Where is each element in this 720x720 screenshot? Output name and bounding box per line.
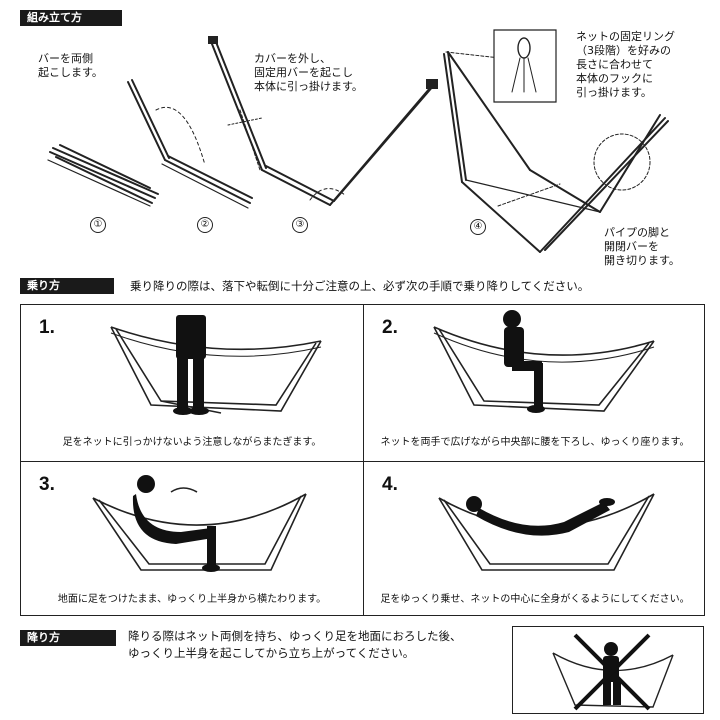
lie-back-illustration: [21, 475, 363, 572]
boarding-intro: 乗り降りの際は、落下や転倒に十分ご注意の上、必ず次の手順で乗り降りしてください。: [130, 279, 590, 293]
getting-off-instructions: 降りる際はネット両側を持ち、ゆっくり足を地面におろした後、 ゆっくり上半身を起こ…: [128, 628, 462, 662]
getting-off-line: 降りる際はネット両側を持ち、ゆっくり足を地面におろした後、: [128, 629, 462, 643]
getting-off-section-label: 降り方: [20, 630, 116, 646]
prohibited-x-icon: [575, 635, 649, 709]
note-ring-line: （3段階）を好みの: [576, 44, 671, 57]
panel-number: 1.: [39, 317, 55, 338]
note-pipe: パイプの脚と 開閉バーを 開き切ります。: [604, 226, 680, 268]
panel-caption: ネットを両手で広げながら中央部に腰を下ろし、ゆっくり座ります。: [380, 437, 690, 448]
note-step1-line: バーを両側: [38, 52, 93, 65]
note-pipe-line: 開閉バーを: [604, 240, 659, 253]
step-straddle-illustration: [21, 315, 363, 415]
boarding-panel-4: 4. 足をゆっくり乗せ、ネットの中心に全身がくるようにしてください。: [364, 462, 706, 618]
lying-down-illustration: [364, 462, 706, 587]
panel-number: 3.: [39, 474, 55, 495]
note-step3-line: 固定用バーを起こし: [254, 66, 353, 79]
boarding-section-label: 乗り方: [20, 278, 114, 294]
prohibited-example-box: [512, 626, 704, 714]
step-number-1: ①: [90, 217, 106, 233]
panel-caption: 足をネットに引っかけないよう注意しながらまたぎます。: [62, 437, 322, 448]
step-number-2: ②: [197, 217, 213, 233]
getting-off-line: ゆっくり上半身を起こしてから立ち上がってください。: [128, 646, 415, 660]
note-step1-line: 起こします。: [38, 66, 103, 79]
panel-caption: 足をゆっくり乗せ、ネットの中心に全身がくるようにしてください。: [380, 594, 690, 605]
sit-down-illustration: [364, 310, 706, 413]
boarding-steps-grid: 1. 足をネットに引っかけないよう注意しながらまたぎます。 2.: [20, 304, 705, 616]
step-number-4: ④: [470, 219, 486, 235]
grid-divider-horizontal: [21, 461, 704, 462]
assembly-illustration: [0, 0, 720, 270]
grid-divider-vertical: [363, 305, 364, 615]
panel-caption: 地面に足をつけたまま、ゆっくり上半身から横たわります。: [57, 594, 327, 605]
hammock-frame-illustration: [444, 52, 668, 252]
note-ring-line: 本体のフックに: [576, 72, 653, 85]
panel-number: 2.: [382, 317, 398, 338]
note-pipe-line: 開き切ります。: [604, 254, 680, 267]
folded-frame-illustration: [48, 145, 158, 206]
note-ring-line: 長さに合わせて: [576, 58, 653, 71]
boarding-panel-2: 2. ネットを両手で広げながら中央部に腰を下ろし、ゆっくり座ります。: [364, 305, 706, 461]
note-step1: バーを両側 起こします。: [38, 52, 103, 80]
frame-hook-illustration: [209, 37, 437, 205]
note-step3-line: カバーを外し、: [254, 52, 331, 65]
note-step3: カバーを外し、 固定用バーを起こし 本体に引っ掛けます。: [254, 52, 363, 94]
note-ring: ネットの固定リング （3段階）を好みの 長さに合わせて 本体のフックに 引っ掛け…: [576, 30, 675, 100]
prohibited-illustration: [513, 627, 705, 715]
boarding-panel-1: 1. 足をネットに引っかけないよう注意しながらまたぎます。: [21, 305, 363, 461]
boarding-panel-3: 3. 地面に足をつけたまま、ゆっくり上半身から横たわります。: [21, 462, 363, 618]
ring-inset-illustration: [494, 30, 556, 102]
frame-raise-illustration: [128, 80, 252, 208]
note-ring-line: ネットの固定リング: [576, 30, 675, 43]
assembly-section-label: 組み立て方: [20, 10, 122, 26]
note-ring-line: 引っ掛けます。: [576, 86, 652, 99]
panel-number: 4.: [382, 474, 398, 495]
note-pipe-line: パイプの脚と: [604, 226, 670, 239]
note-step3-line: 本体に引っ掛けます。: [254, 80, 363, 93]
step-number-3: ③: [292, 217, 308, 233]
